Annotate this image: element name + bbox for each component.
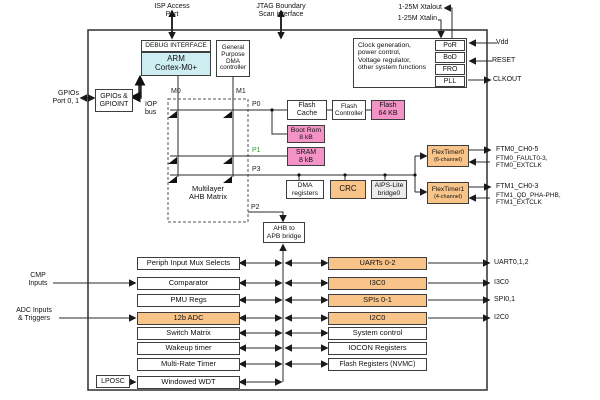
row-uarts: UARTs 0-2	[328, 257, 427, 270]
label-reset: RESET	[492, 57, 516, 64]
row-system-control: System control	[328, 327, 427, 340]
block-boot-rom: Boot Rom 8 kB	[287, 125, 325, 143]
label-i2c-pins: I2C0	[494, 314, 509, 321]
block-por: PoR	[435, 40, 465, 51]
label-ftm0-ch: FTM0_CH0-5	[496, 146, 539, 153]
row-pmu-regs: PMU Regs	[137, 294, 240, 307]
block-crc: CRC	[330, 180, 366, 199]
block-flash-64kb: Flash 64 KB	[371, 100, 405, 120]
block-arm-core: ARM Cortex-M0+	[141, 52, 211, 76]
block-flash-cache: Flash Cache	[287, 100, 327, 120]
label-adc-inputs: ADC Inputs & Triggers	[16, 307, 52, 322]
iop-bus-arrow	[129, 74, 146, 103]
row-flash-registers: Flash Registers (NVMC)	[328, 358, 427, 371]
label-jtag-interface: JTAG Boundary Scan interface	[256, 3, 306, 18]
row-iocon-registers: IOCON Registers	[328, 342, 427, 355]
block-debug-interface: DEBUG INTERFACE	[141, 40, 211, 52]
block-fro: FRO	[435, 64, 465, 75]
flextimer0-name: FlexTimer0	[431, 149, 465, 157]
label-cmp-inputs: CMP Inputs	[28, 272, 48, 287]
chip-boundary	[87, 29, 488, 391]
block-flash-controller: Flash Controller	[332, 100, 366, 120]
label-p2: P2	[251, 204, 260, 211]
block-lposc: LPOSC	[96, 375, 130, 388]
flextimer0-channels: (6-channel)	[434, 156, 462, 163]
xtalout-line	[443, 4, 453, 39]
label-ftm1-ch: FTM1_CH0-3	[496, 183, 539, 190]
flextimer1-name: FlexTimer1	[431, 186, 465, 194]
block-flextimer0: FlexTimer0 (6-channel)	[427, 145, 469, 167]
block-dma-registers: DMA registers	[286, 180, 324, 199]
label-p3: P3	[252, 166, 261, 173]
label-clkout: CLKOUT	[493, 76, 522, 83]
row-switch-matrix: Switch Matrix	[137, 327, 240, 340]
label-gpios-port: GPIOs Port 0, 1	[52, 90, 79, 105]
p2-line	[248, 211, 287, 223]
ahb-matrix-outline	[167, 98, 249, 223]
label-m1: M1	[236, 88, 246, 95]
label-xtalout: 1-25M Xtalout	[398, 4, 442, 11]
label-ftm1-qd: FTM1_QD_PHA-PHB, FTM1_EXTCLK	[496, 192, 561, 207]
label-ftm0-fault: FTM0_FAULT0-3, FTM0_EXTCLK	[496, 155, 548, 170]
block-aips-lite-bridge: AIPS-Lite bridge0	[371, 180, 407, 199]
xtalin-line	[437, 19, 445, 39]
label-xtalin: 1-25M Xtalin	[397, 15, 437, 22]
block-sram: SRAM 8 kB	[287, 147, 325, 166]
label-spi-pins: SPI0,1	[494, 296, 516, 303]
label-i3c-pins: I3C0	[494, 279, 509, 286]
row-windowed-wdt: Windowed WDT	[137, 376, 240, 389]
matrix-switch-triangles	[168, 108, 417, 183]
flextimer1-channels: (4-channel)	[434, 193, 462, 200]
block-gp-dma-controller: General Purpose DMA controller	[216, 40, 250, 77]
row-i3c: I3C0	[328, 277, 427, 290]
label-isp-access-port: ISP Access Port	[154, 3, 190, 18]
block-pll: PLL	[435, 76, 465, 87]
row-comparator: Comparator	[137, 277, 240, 290]
block-flextimer1: FlexTimer1 (4-channel)	[427, 182, 469, 204]
row-wakeup-timer: Wakeup timer	[137, 342, 240, 355]
row-i2c: I2C0	[328, 312, 427, 325]
label-ahb-matrix: Multilayer AHB Matrix	[189, 184, 227, 202]
row-spis: SPIs 0-1	[328, 294, 427, 307]
label-m0: M0	[171, 88, 181, 95]
block-ahb-apb-bridge: AHB to APB bridge	[263, 222, 305, 243]
block-bod: BoD	[435, 52, 465, 63]
row-12b-adc: 12b ADC	[137, 312, 240, 325]
row-periph-input-mux: Periph Input Mux Selects	[137, 257, 240, 270]
label-iop-bus: IOP bus	[145, 101, 158, 116]
label-p1: P1	[252, 147, 261, 154]
block-gpio-gpioint: GPIOs & GPIOINT	[95, 89, 133, 112]
label-uart-pins: UART0,1,2	[494, 259, 529, 266]
label-vdd: Vdd	[496, 39, 509, 46]
label-p0: P0	[252, 101, 261, 108]
bootrom-branch	[271, 110, 287, 135]
row-multi-rate-timer: Multi-Rate Timer	[137, 358, 240, 371]
